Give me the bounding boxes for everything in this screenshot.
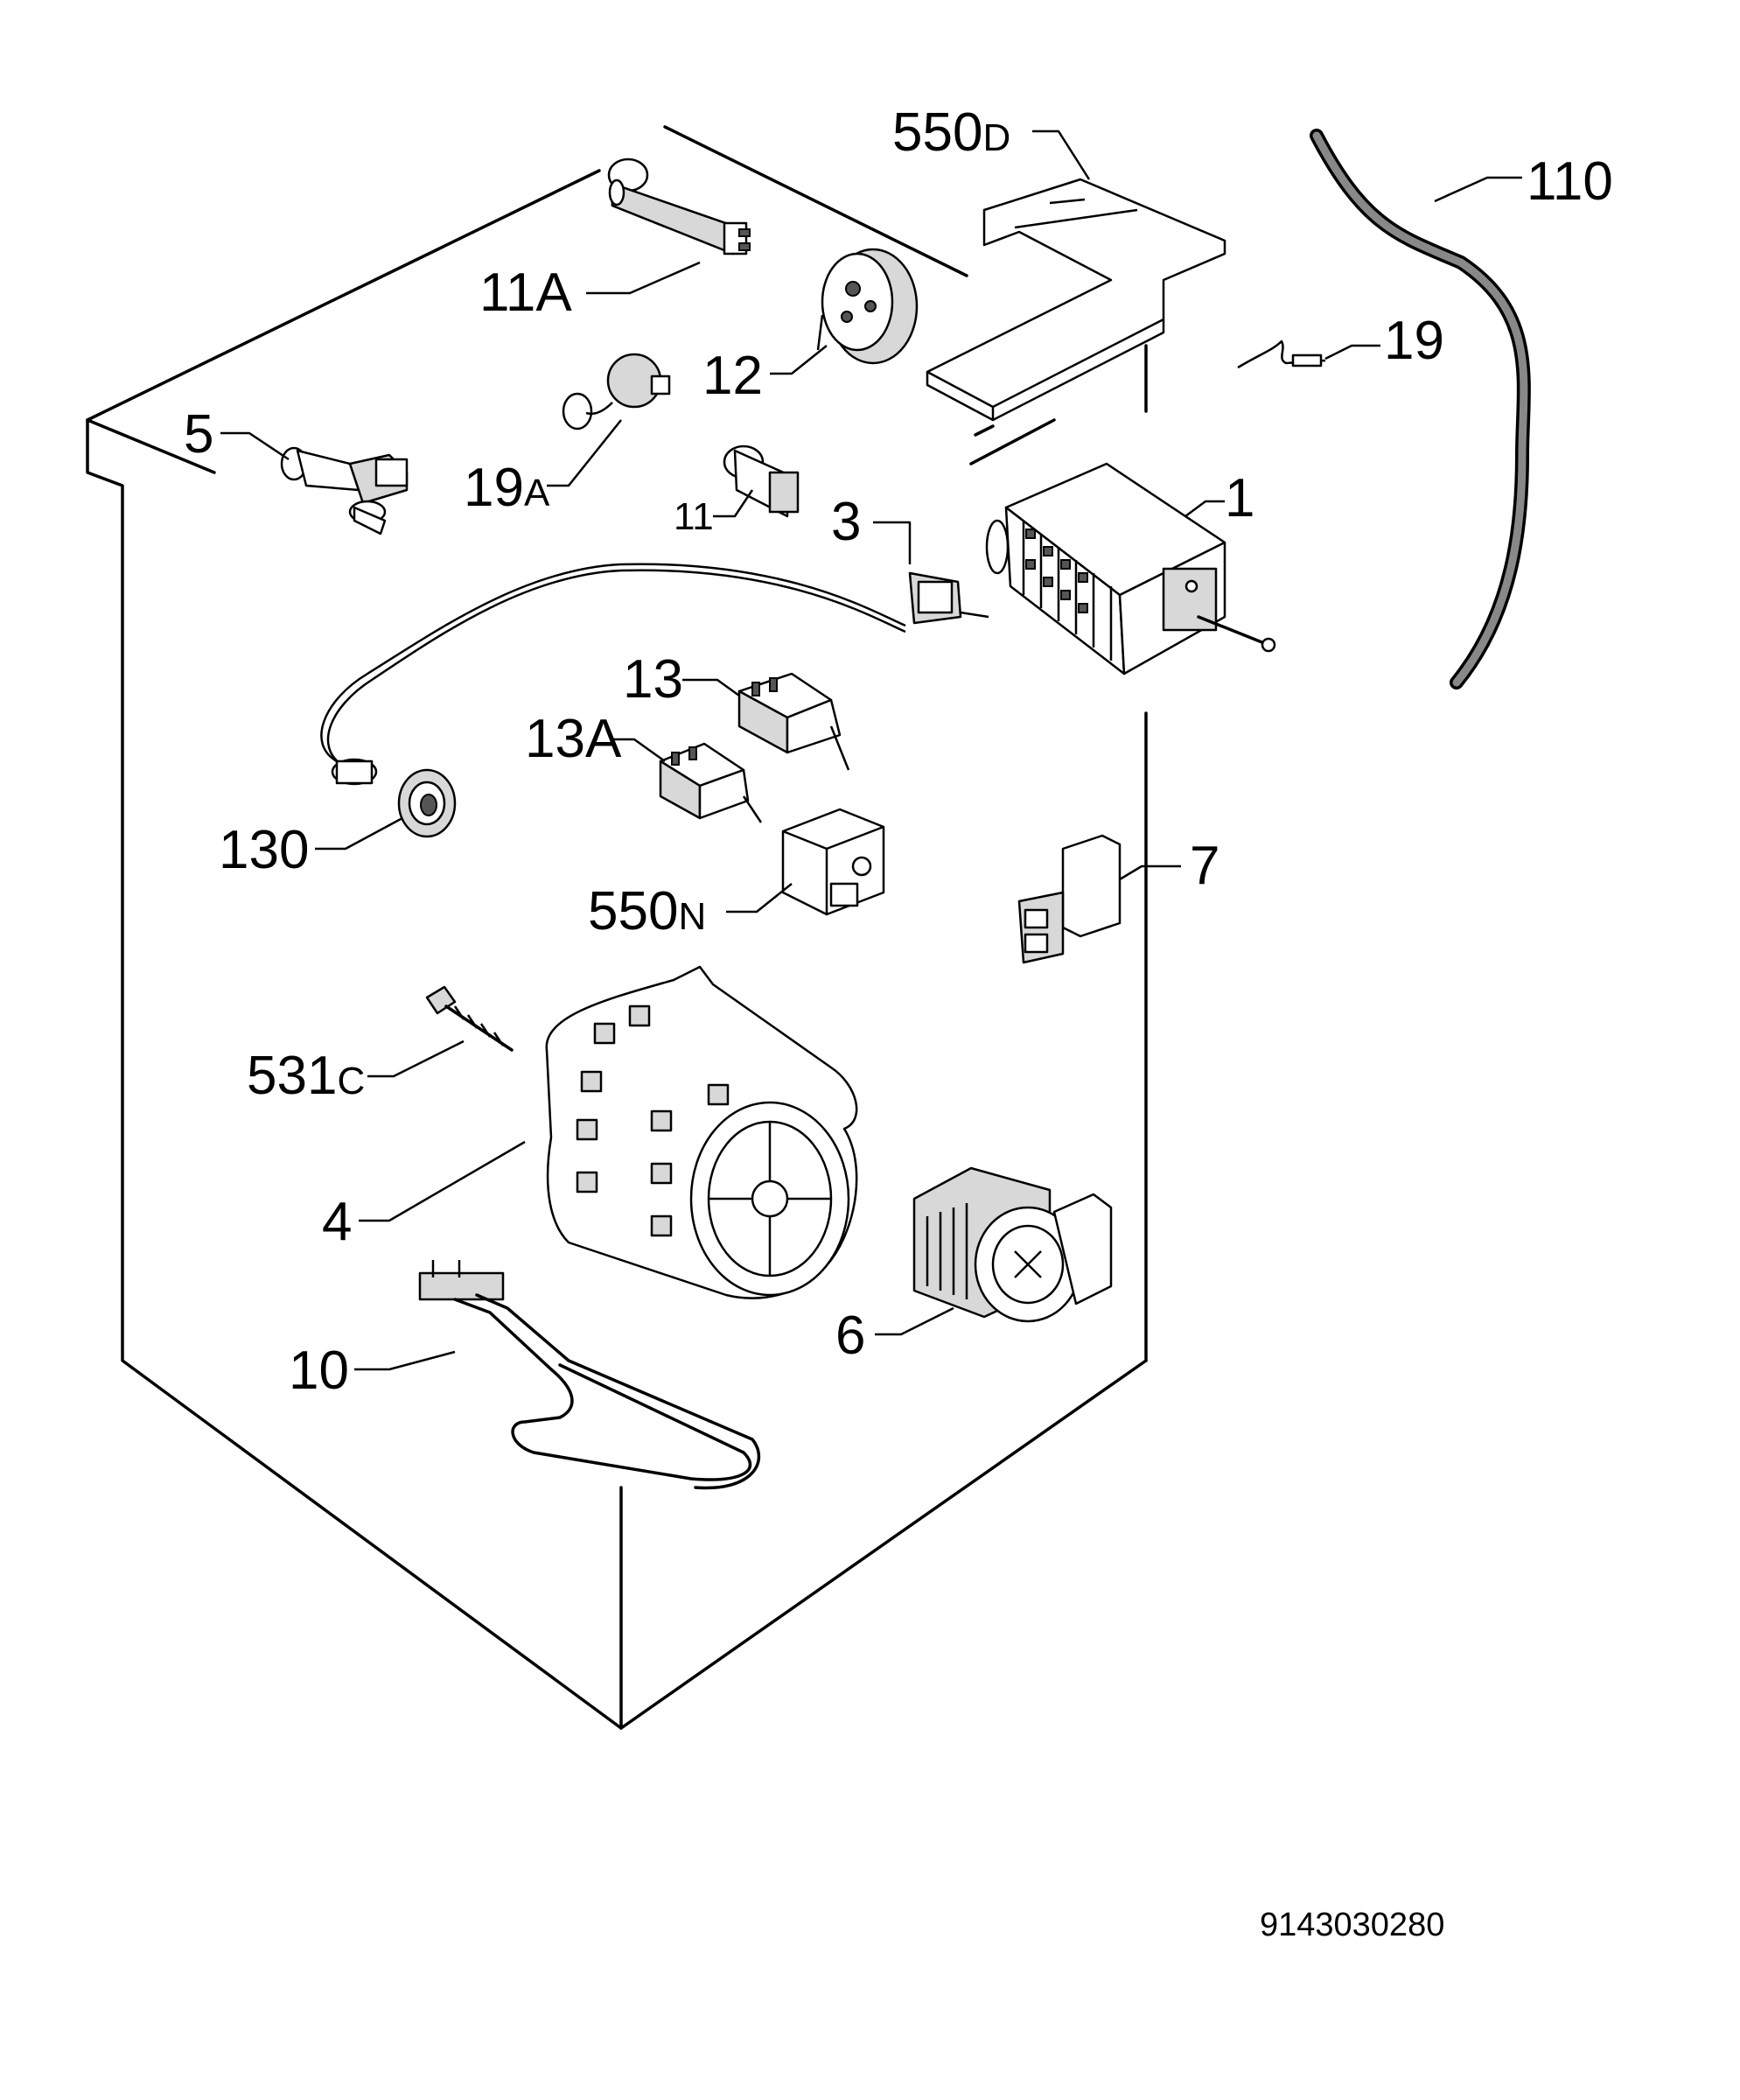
callout-110-label: 110	[1527, 151, 1613, 212]
callout-19a-suffix: A	[524, 472, 550, 514]
diagram-code: 9143030280	[1260, 1907, 1444, 1943]
callout-550n-suffix: N	[678, 895, 706, 938]
callout-3-label: 3	[831, 492, 861, 552]
motor-4	[545, 965, 858, 1299]
svg-text:531C: 531C	[247, 1046, 365, 1106]
callout-19-label: 19	[1384, 311, 1444, 371]
timer-1	[985, 462, 1276, 676]
screw-531c	[425, 985, 514, 1052]
callout-13a: 13A	[525, 709, 622, 769]
callout-6-label: 6	[835, 1306, 865, 1366]
svg-text:19A: 19A	[464, 458, 550, 518]
callout-1-label: 1	[1225, 468, 1254, 528]
bracket-550n	[781, 808, 885, 916]
callout-550d-suffix: D	[982, 116, 1010, 159]
callout-130: 130	[219, 820, 309, 880]
capacitor-11a	[607, 158, 751, 256]
callout-11a: 11A	[479, 262, 572, 323]
callout-11: 11	[674, 495, 714, 538]
pump-6	[912, 1166, 1113, 1323]
valve-5	[280, 446, 409, 536]
pump-fins	[926, 1203, 968, 1299]
clip-19	[1237, 340, 1326, 369]
leader-lines	[220, 130, 1522, 1371]
suppressor-19a	[562, 353, 671, 430]
grommet-130	[397, 768, 457, 838]
callout-12-label: 12	[702, 346, 763, 406]
callout-11a-label: 11A	[479, 262, 572, 323]
heater-10	[418, 1260, 761, 1490]
cabinet-outline	[86, 125, 1148, 1730]
callout-10: 10	[289, 1340, 349, 1401]
callout-13a-label: 13A	[525, 709, 622, 769]
svg-text:550D: 550D	[892, 102, 1010, 163]
callout-7-label: 7	[1190, 836, 1219, 896]
timer-contacts	[1022, 521, 1113, 661]
cable-110	[1310, 129, 1531, 690]
pressure-switch-12	[816, 248, 919, 365]
callout-5-label: 5	[184, 404, 213, 465]
callout-4: 4	[322, 1192, 352, 1252]
callout-11-label: 11	[674, 495, 714, 538]
callout-7: 7	[1190, 836, 1219, 896]
callout-19: 19	[1384, 311, 1444, 371]
callout-531c-main: 531	[247, 1046, 337, 1106]
callout-1: 1	[1225, 468, 1254, 528]
callout-531c: 531C	[247, 1046, 365, 1106]
callout-12: 12	[702, 346, 763, 406]
callout-5: 5	[184, 404, 213, 465]
callout-550d-main: 550	[892, 102, 982, 163]
shield-plate-550d	[926, 178, 1226, 422]
callout-19a-main: 19	[464, 458, 524, 518]
callout-110: 110	[1527, 151, 1613, 212]
callout-550n: 550N	[588, 881, 706, 942]
callout-10-label: 10	[289, 1340, 349, 1401]
callout-550n-main: 550	[588, 881, 678, 942]
callout-130-label: 130	[219, 820, 309, 880]
motor-vents	[576, 1004, 730, 1237]
callout-19a: 19A	[464, 458, 550, 518]
callout-531c-suffix: C	[337, 1060, 365, 1102]
callout-13: 13	[623, 649, 683, 710]
callout-13-label: 13	[623, 649, 683, 710]
switch-13	[737, 672, 850, 771]
sensor-3	[320, 563, 989, 786]
callout-4-label: 4	[322, 1192, 352, 1252]
svg-text:550N: 550N	[588, 881, 706, 942]
interlock-7	[1017, 834, 1122, 964]
callout-3: 3	[831, 492, 861, 552]
callout-550d: 550D	[892, 102, 1010, 163]
callout-6: 6	[835, 1306, 865, 1366]
capacitor-11	[723, 444, 800, 518]
switch-13a	[659, 742, 763, 823]
